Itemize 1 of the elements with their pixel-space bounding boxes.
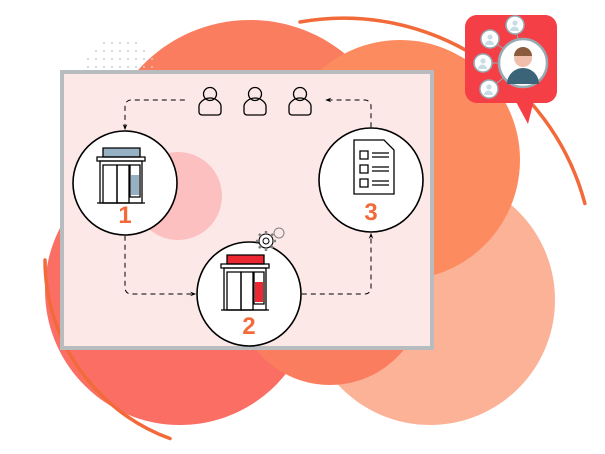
- people-drawing: [198, 86, 312, 116]
